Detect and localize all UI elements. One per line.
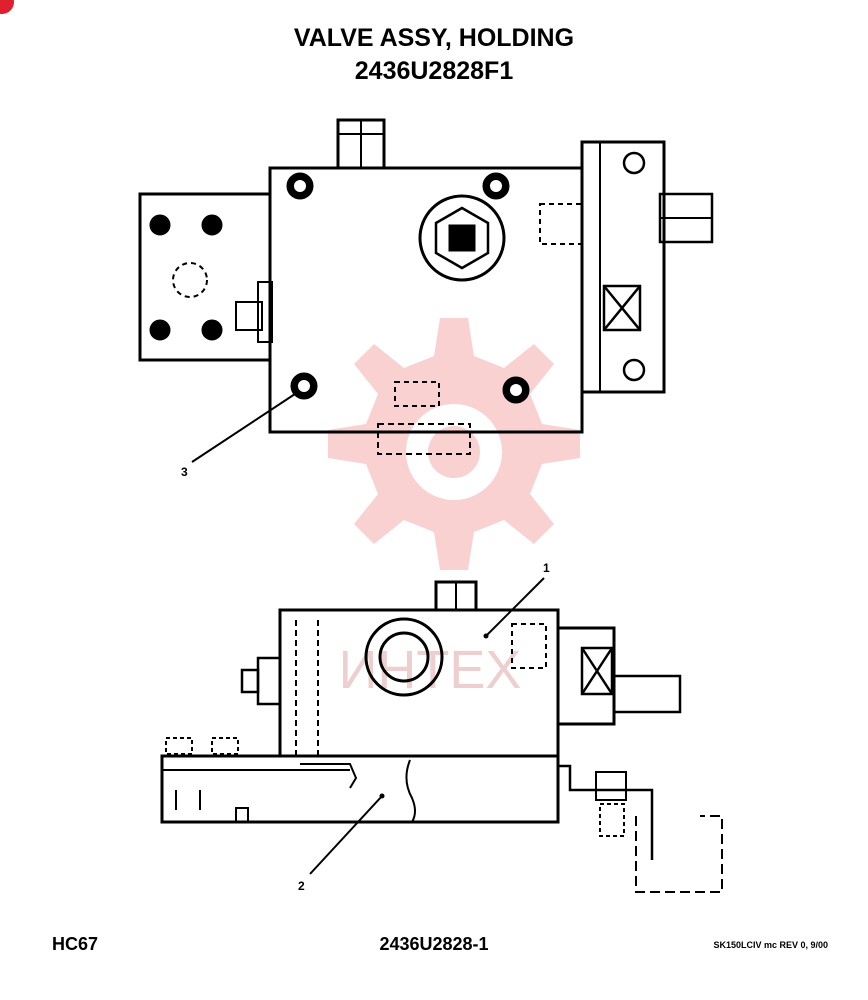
leader-1 [485,577,545,637]
footer-figure: 2436U2828-1 [379,934,489,954]
diagram-title: VALVE ASSY, HOLDING [293,24,575,52]
leader-2 [309,795,383,875]
footer-code: HC67 [52,934,99,954]
leader-3 [191,391,299,463]
footer-revision: SK150LCIV mc REV 0, 9/00 [713,940,828,950]
leader-2-dot [379,793,385,799]
top-view [138,118,714,455]
leader-1-dot [483,633,489,639]
callout-1-label: 1 [543,561,550,575]
part-number: 2436U2828F1 [354,57,514,85]
callout-2-label: 2 [298,879,305,893]
watermark-gear [328,318,580,570]
side-view [160,580,723,893]
callout-3-label: 3 [181,465,188,479]
